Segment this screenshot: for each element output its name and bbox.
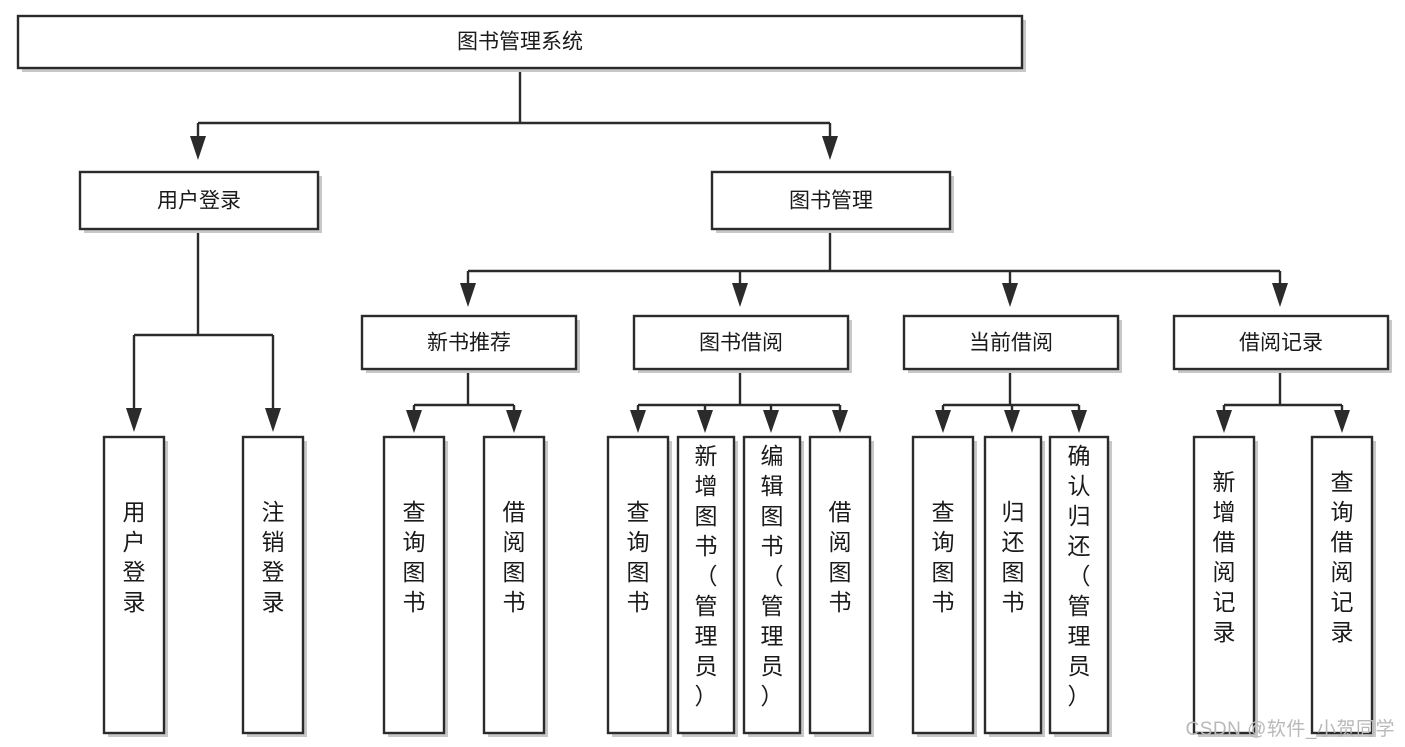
leaf-node-add-borrow-record[interactable]: 新增借阅记录	[1192, 435, 1258, 737]
leaf-ul2-label: 注销登录	[262, 499, 285, 615]
leaf-node-borrow-book-borrow[interactable]: 借阅图书	[808, 435, 874, 737]
leaf-node-edit-book-admin[interactable]: 编辑图书（管理员）	[742, 435, 804, 737]
leaf-bw1-label: 查询图书	[627, 499, 650, 615]
arrow-head-to-current	[1002, 283, 1018, 307]
leaf-cb3-box	[1048, 435, 1110, 735]
leaf-nb1-box	[382, 435, 446, 735]
connectors-current-to-leaves	[935, 373, 1087, 433]
arrow-head-cb-leaf2	[1004, 410, 1020, 433]
leaf-bw1-box	[606, 435, 670, 735]
leaf-nb1-label: 查询图书	[403, 499, 426, 615]
leaf-node-return-book[interactable]: 归还图书	[983, 435, 1045, 737]
leaf-node-query-book-current[interactable]: 查询图书	[911, 435, 977, 737]
leaf-bw3-label: 编辑图书（管理员）	[761, 443, 784, 709]
leaf-cb3-label: 确认归还（管理员）	[1068, 443, 1091, 709]
csdn-watermark: CSDN @软件_小贺同学	[1185, 719, 1395, 740]
leaf-node-query-borrow-record[interactable]: 查询借阅记录	[1310, 435, 1376, 737]
root-label: 图书管理系统	[457, 31, 583, 54]
leaf-node-confirm-return-admin[interactable]: 确认归还（管理员）	[1048, 435, 1112, 737]
leaf-rc1-box	[1192, 435, 1256, 735]
leaf-node-query-book-newbook[interactable]: 查询图书	[382, 435, 448, 737]
leaf-bw4-label: 借阅图书	[829, 499, 852, 615]
node-book-management[interactable]: 图书管理	[710, 170, 954, 233]
book-borrow-box	[632, 314, 850, 371]
arrow-head-to-newbook	[460, 283, 476, 307]
leaf-ul1-label: 用户登录	[123, 499, 146, 615]
arrow-head-bw-leaf2	[697, 410, 713, 433]
current-borrow-box	[902, 314, 1120, 371]
leaf-cb1-label: 查询图书	[932, 499, 955, 615]
connectors-newbook-to-leaves	[406, 373, 522, 433]
arrow-head-bw-leaf4	[832, 410, 848, 433]
leaf-nb2-box	[482, 435, 546, 735]
new-book-label: 新书推荐	[427, 332, 511, 355]
leaf-rc2-label: 查询借阅记录	[1331, 469, 1354, 645]
book-borrow-label: 图书借阅	[699, 332, 783, 355]
leaf-bw3-box	[742, 435, 802, 735]
connectors-book-manage-to-level3	[460, 233, 1288, 307]
leaf-rc1-label: 新增借阅记录	[1213, 469, 1236, 645]
new-book-box	[360, 314, 578, 371]
book-management-label: 图书管理	[789, 190, 873, 213]
user-login-box	[78, 170, 320, 231]
arrow-head-to-book-manage	[822, 136, 838, 160]
arrow-head-ul-leaf2	[265, 408, 281, 432]
book-management-box	[710, 170, 952, 231]
leaf-cb2-label: 归还图书	[1002, 499, 1025, 615]
leaf-bw4-box	[808, 435, 872, 735]
leaf-node-query-book-borrow[interactable]: 查询图书	[606, 435, 672, 737]
arrow-head-bw-leaf3	[763, 410, 779, 433]
borrow-record-label: 借阅记录	[1239, 332, 1323, 355]
borrow-record-box	[1172, 314, 1390, 371]
leaf-cb1-box	[911, 435, 975, 735]
node-user-login[interactable]: 用户登录	[78, 170, 322, 233]
arrow-head-cb-leaf1	[935, 410, 951, 433]
arrow-head-rc-leaf2	[1334, 410, 1350, 433]
arrow-head-ul-leaf1	[126, 408, 142, 432]
root-box	[16, 14, 1024, 70]
user-login-label: 用户登录	[157, 190, 241, 213]
leaf-node-add-book-admin[interactable]: 新增图书（管理员）	[676, 435, 738, 737]
connectors-borrow-to-leaves	[630, 373, 848, 433]
leaf-cb2-box	[983, 435, 1043, 735]
leaf-node-user-login-action[interactable]: 用户登录	[102, 435, 168, 737]
connectors-root-to-level2	[190, 72, 838, 160]
arrow-head-rc-leaf1	[1216, 410, 1232, 433]
leaf-nb2-label: 借阅图书	[503, 499, 526, 615]
arrow-head-to-record	[1272, 283, 1288, 307]
arrow-head-to-user-login	[190, 136, 206, 160]
node-current-borrow[interactable]: 当前借阅	[902, 314, 1122, 373]
connectors-user-login-to-leaves	[126, 233, 281, 432]
node-root-book-management-system[interactable]: 图书管理系统	[16, 14, 1026, 72]
current-borrow-label: 当前借阅	[969, 332, 1053, 355]
arrow-head-cb-leaf3	[1071, 410, 1087, 433]
connectors-record-to-leaves	[1216, 373, 1350, 433]
arrow-head-to-borrow	[732, 283, 748, 307]
node-book-borrow[interactable]: 图书借阅	[632, 314, 852, 373]
arrow-head-nb-leaf1	[406, 410, 422, 433]
node-borrow-record[interactable]: 借阅记录	[1172, 314, 1392, 373]
leaf-rc2-box	[1310, 435, 1374, 735]
leaf-bw2-box	[676, 435, 736, 735]
arrow-head-nb-leaf2	[506, 410, 522, 433]
arrow-head-bw-leaf1	[630, 410, 646, 433]
leaf-node-logout[interactable]: 注销登录	[241, 435, 307, 737]
leaf-ul1-box	[102, 435, 166, 735]
leaf-ul2-box	[241, 435, 305, 735]
node-new-book-recommend[interactable]: 新书推荐	[360, 314, 580, 373]
leaf-node-borrow-book-newbook[interactable]: 借阅图书	[482, 435, 548, 737]
leaf-bw2-label: 新增图书（管理员）	[695, 443, 718, 709]
